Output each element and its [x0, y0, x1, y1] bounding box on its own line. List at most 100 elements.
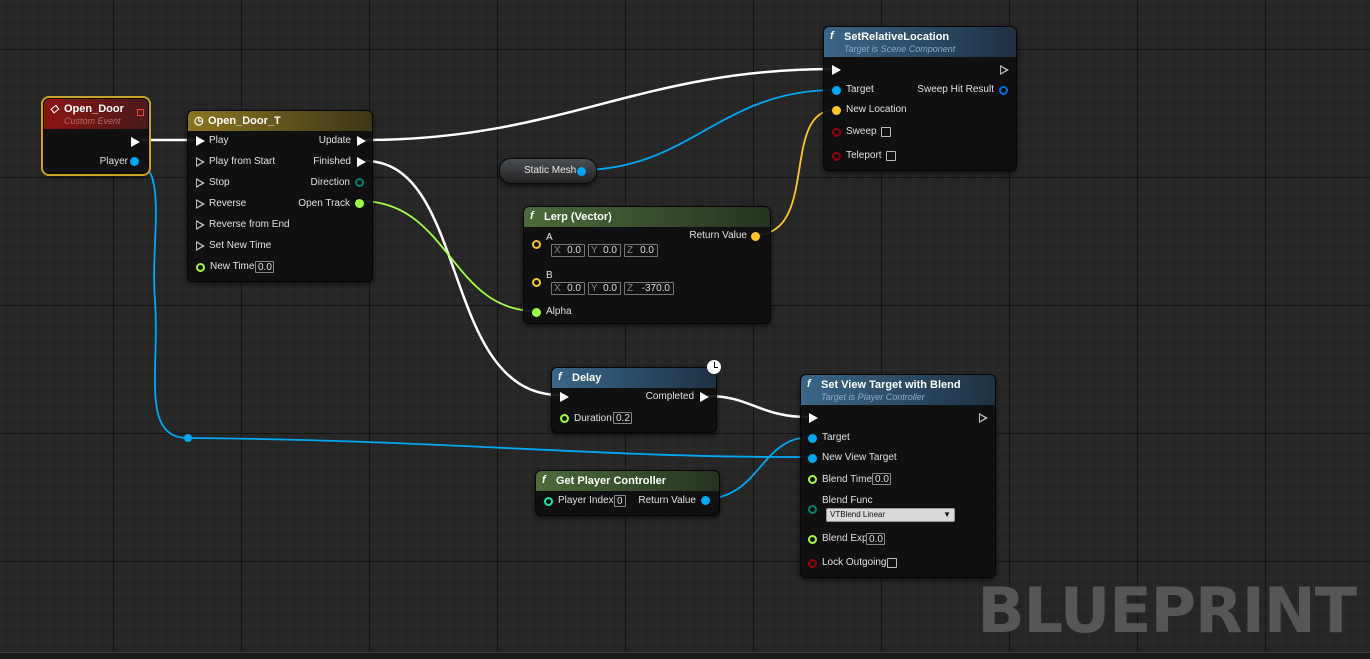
node-title: Get Player Controller [556, 475, 667, 487]
static-mesh-object-pin[interactable] [577, 167, 586, 176]
player-object-pin[interactable] [130, 157, 139, 166]
a-vector-pin[interactable] [532, 240, 541, 249]
duration-float-pin[interactable] [560, 414, 569, 423]
completed-exec-pin[interactable] [700, 392, 709, 402]
input-stop: Stop [209, 175, 230, 191]
node-static-mesh-getter[interactable]: Static Mesh [499, 158, 597, 184]
exec-out-pin[interactable] [1000, 65, 1009, 75]
input-new-view-target: New View Target [822, 450, 897, 466]
blend-exp-float-pin[interactable] [808, 535, 817, 544]
sweep-checkbox[interactable] [881, 127, 891, 137]
lock-outgoing-checkbox[interactable] [887, 558, 897, 568]
axis-label: Y [591, 245, 598, 256]
set-new-time-exec-pin[interactable] [196, 241, 205, 251]
pin-label: Teleport [846, 150, 882, 161]
teleport-bool-pin[interactable] [832, 152, 841, 161]
blend-exp-value-field[interactable]: 0.0 [866, 533, 885, 545]
input-target: Target [822, 430, 850, 446]
exec-in-pin[interactable] [809, 413, 818, 423]
teleport-checkbox[interactable] [886, 151, 896, 161]
node-set-relative-location[interactable]: f SetRelativeLocation Target is Scene Co… [823, 26, 1017, 171]
direction-enum-pin[interactable] [355, 178, 364, 187]
pin-label: Stop [209, 177, 230, 188]
input-reverse-from-end: Reverse from End [209, 217, 290, 233]
exec-out-pin[interactable] [979, 413, 988, 423]
sweep-hit-result-pin[interactable] [999, 86, 1008, 95]
pin-label: Blend Exp [822, 533, 868, 544]
axis-value: 0.0 [567, 283, 581, 294]
reverse-from-end-exec-pin[interactable] [196, 220, 205, 230]
node-title: Open_Door [64, 103, 124, 115]
open-track-float-pin[interactable] [355, 199, 364, 208]
play-from-start-exec-pin[interactable] [196, 157, 205, 167]
lerp-return-vector-pin[interactable] [751, 232, 760, 241]
alpha-float-pin[interactable] [532, 308, 541, 317]
new-time-value-field[interactable]: 0.0 [255, 261, 274, 273]
pin-label: Play from Start [209, 156, 276, 167]
duration-value-field[interactable]: 0.2 [613, 412, 632, 424]
update-exec-pin[interactable] [357, 136, 366, 146]
lock-outgoing-bool-pin[interactable] [808, 559, 817, 568]
node-title: SetRelativeLocation [844, 31, 950, 43]
blend-time-value-field[interactable]: 0.0 [872, 473, 891, 485]
play-exec-pin[interactable] [196, 136, 205, 146]
node-set-view-target-with-blend[interactable]: f Set View Target with Blend Target is P… [800, 374, 996, 578]
player-controller-object-pin[interactable] [701, 496, 710, 505]
exec-in-pin[interactable] [832, 65, 841, 75]
function-icon: f [830, 30, 834, 42]
player-index-value-field[interactable]: 0 [614, 495, 626, 507]
pin-label: Reverse from End [209, 219, 290, 230]
axis-label: X [554, 283, 561, 294]
timeline-clock-icon: ◷ [194, 115, 204, 127]
new-view-target-object-pin[interactable] [808, 454, 817, 463]
new-location-vector-pin[interactable] [832, 106, 841, 115]
input-sweep: Sweep [846, 124, 877, 140]
input-play-from-start: Play from Start [209, 154, 275, 170]
exec-out-pin[interactable] [131, 137, 140, 147]
pin-label: Duration [574, 413, 612, 424]
wire-object-reroute-to-new-view-target [187, 437, 812, 458]
pin-label: Target [822, 432, 850, 443]
blend-time-float-pin[interactable] [808, 475, 817, 484]
target-object-pin[interactable] [832, 86, 841, 95]
output-return-value: Return Value [689, 228, 747, 244]
blend-func-enum-pin[interactable] [808, 505, 817, 514]
pin-label: Update [318, 135, 351, 146]
new-time-float-pin[interactable] [196, 263, 205, 272]
pin-label: Direction [310, 177, 350, 188]
node-delay[interactable]: f Delay Completed Duration 0.2 [551, 359, 722, 433]
finished-exec-pin[interactable] [357, 157, 366, 167]
input-blend-exp: Blend Exp [822, 531, 868, 547]
player-index-int-pin[interactable] [544, 497, 553, 506]
b-x-field[interactable]: X 0.0 [551, 282, 585, 295]
delegate-pin-icon[interactable] [137, 109, 144, 116]
target-object-pin[interactable] [808, 434, 817, 443]
output-sweep-hit-result: Sweep Hit Result [917, 82, 994, 98]
pin-label: New View Target [822, 452, 897, 463]
blend-func-dropdown[interactable]: VTBlend Linear ▼ [826, 508, 955, 522]
input-player-index: Player Index [558, 493, 614, 509]
b-z-field[interactable]: Z-370.0 [624, 282, 674, 295]
pin-label: Sweep Hit Result [917, 84, 994, 95]
b-vector-pin[interactable] [532, 278, 541, 287]
bottom-scrollbar[interactable] [0, 652, 1370, 659]
node-header: f Lerp (Vector) [524, 207, 770, 227]
exec-in-pin[interactable] [560, 392, 569, 402]
pin-label: Return Value [689, 230, 747, 241]
reverse-exec-pin[interactable] [196, 199, 205, 209]
stop-exec-pin[interactable] [196, 178, 205, 188]
sweep-bool-pin[interactable] [832, 128, 841, 137]
node-timeline-open-door-t[interactable]: ◷ Open_Door_T Play Play from Start Stop … [187, 110, 373, 282]
node-get-player-controller[interactable]: f Get Player Controller Player Index 0 R… [535, 470, 720, 516]
wire-object-static-mesh-to-target [579, 89, 836, 171]
wire-object-player-to-reroute [131, 160, 189, 439]
node-open-door-event[interactable]: ◇ Open_Door Custom Event Player [41, 96, 151, 176]
blueprint-watermark: BLUEPRINT [977, 574, 1357, 647]
node-header: ◷ Open_Door_T [188, 111, 372, 131]
